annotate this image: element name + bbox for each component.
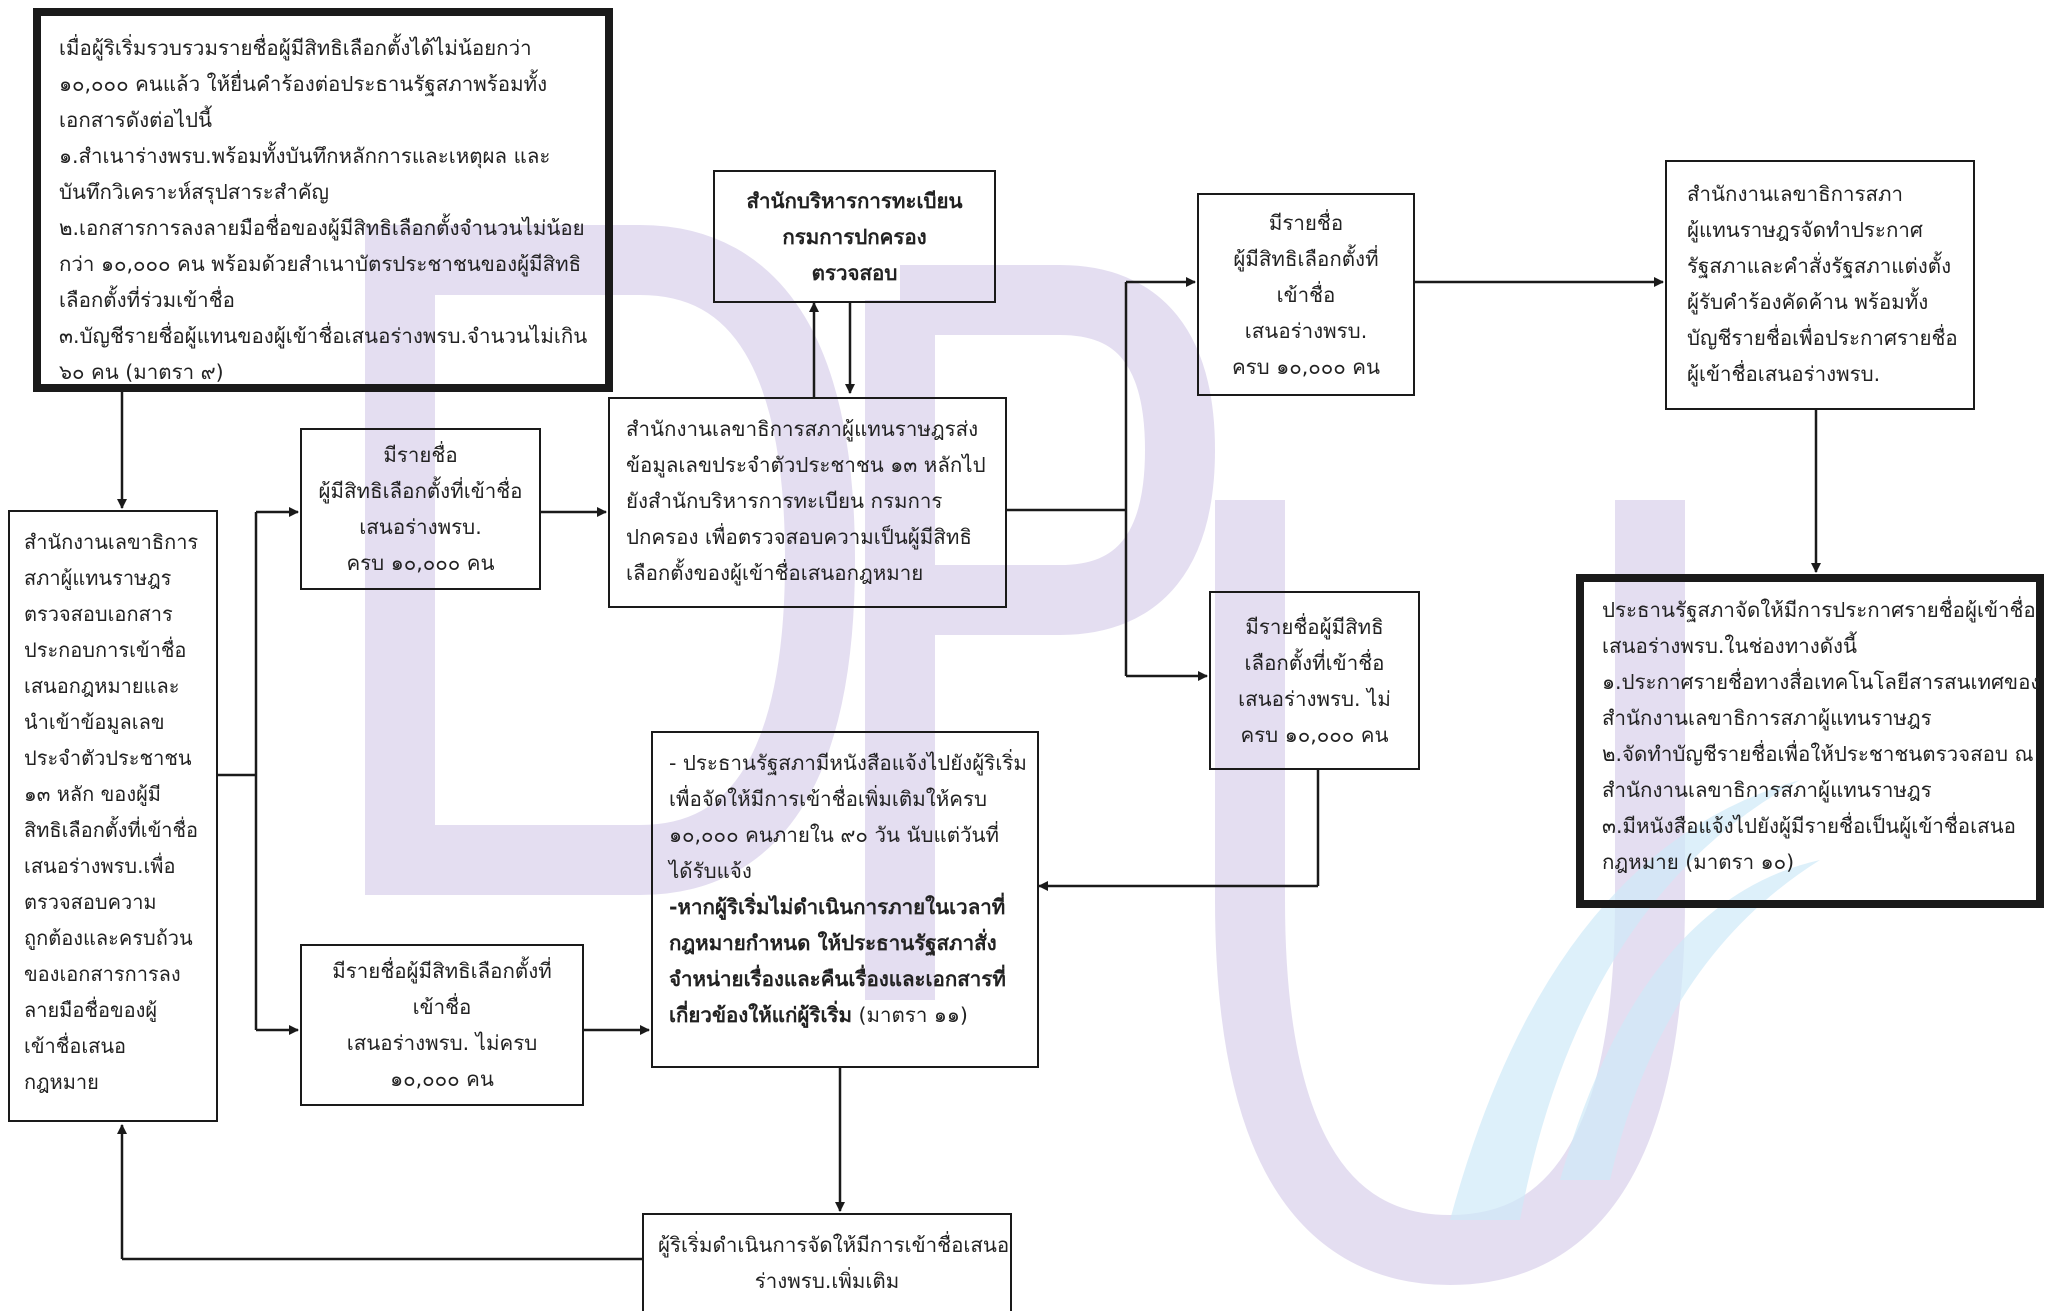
text-line: มีรายชื่อ — [1268, 210, 1344, 235]
text-line: ๖๐ คน (มาตรา ๙) — [59, 360, 224, 384]
text-line: เข้าชื่อ — [412, 995, 472, 1019]
text-line: ได้รับแจ้ง — [669, 859, 752, 883]
text-bold-part: เกี่ยวข้องให้แก่ผู้ริเริ่ม — [669, 1003, 852, 1027]
text-line: เสนอร่างพรบ.ในช่องทางดังนี้ — [1602, 634, 1858, 658]
text-line: ลายมือชื่อของผู้ — [24, 998, 158, 1022]
text-line: ๓.มีหนังสือแจ้งไปยังผู้มีรายชื่อเป็นผู้เ… — [1602, 814, 2016, 838]
complete-list-box: มีรายชื่อ ผู้มีสิทธิเลือกตั้งที่เข้าชื่อ… — [300, 428, 541, 590]
text-line: ครบ ๑๐,๐๐๐ คน — [1231, 354, 1381, 379]
text-line: สำนักงานเลขาธิการสภาผู้แทนราษฎรส่ง — [626, 417, 979, 441]
text-line: เอกสารดังต่อไปนี้ — [59, 108, 213, 132]
text-line-bold: -หากผู้ริเริ่มไม่ดำเนินการภายในเวลาที่ — [669, 895, 1006, 919]
text-line: ๓.บัญชีรายชื่อผู้แทนของผู้เข้าชื่อเสนอร่… — [59, 324, 588, 348]
text-line: เสนอร่างพรบ. — [359, 515, 482, 539]
text-line: บัญชีรายชื่อเพื่อประกาศรายชื่อ — [1687, 326, 1958, 350]
requirements-box: เมื่อผู้ริเริ่มรวบรวมรายชื่อผู้มีสิทธิเล… — [33, 8, 613, 392]
text-line: ครบ ๑๐,๐๐๐ คน — [1240, 722, 1389, 747]
text-line: มีรายชื่อ — [383, 443, 458, 467]
text-line: ๑๓ หลัก ของผู้มี — [24, 782, 161, 806]
announcement-prep-box: สำนักงานเลขาธิการสภา ผู้แทนราษฎรจัดทำประ… — [1665, 160, 1975, 410]
text-line: เลือกตั้งที่ร่วมเข้าชื่อ — [59, 288, 235, 312]
text-line: นำเข้าข้อมูลเลข — [24, 710, 165, 734]
text-line: เสนอร่างพรบ.เพื่อ — [24, 854, 176, 878]
text-line: เสนอกฎหมายและ — [24, 674, 180, 698]
incomplete-list-left-box: มีรายชื่อผู้มีสิทธิเลือกตั้งที่ เข้าชื่อ… — [300, 944, 584, 1106]
text-line: ประกอบการเข้าชื่อ — [24, 638, 187, 662]
text-line: มีรายชื่อผู้มีสิทธิ — [1245, 614, 1384, 639]
text-line: บันทึกวิเคราะห์สรุปสาระสำคัญ — [59, 180, 330, 204]
text-line: ๒.เอกสารการลงลายมือชื่อของผู้มีสิทธิเลือ… — [59, 216, 585, 240]
text-line: ปกครอง เพื่อตรวจสอบความเป็นผู้มีสิทธิ — [626, 525, 972, 549]
text-line: สำนักงานเลขาธิการสภาผู้แทนราษฎร — [1602, 778, 1932, 802]
text-normal-part: (มาตรา ๑๑) — [851, 1003, 968, 1027]
text-line: ผู้เข้าชื่อเสนอร่างพรบ. — [1687, 362, 1881, 386]
text-line: กฎหมาย — [24, 1070, 99, 1094]
text-line: เสนอร่างพรบ. — [1244, 318, 1368, 343]
text-line: ของเอกสารการลง — [24, 962, 181, 986]
text-line: ๑๐,๐๐๐ คน — [390, 1067, 494, 1091]
text-line: ผู้ริเริ่มดำเนินการจัดให้มีการเข้าชื่อเส… — [658, 1233, 1010, 1257]
text-line-bold: จำหน่ายเรื่องและคืนเรื่องและเอกสารที่ — [669, 967, 1006, 991]
text-line: สำนักงานเลขาธิการสภา — [1687, 182, 1904, 206]
verified-incomplete-box: มีรายชื่อผู้มีสิทธิ เลือกตั้งที่เข้าชื่อ… — [1209, 591, 1420, 770]
text-line: ประจำตัวประชาชน — [24, 746, 192, 770]
text-line: ถูกต้องและครบถ้วน — [24, 926, 193, 950]
text-line: ๑.ประกาศรายชื่อทางสื่อเทคโนโลยีสารสนเทศข… — [1602, 670, 2041, 694]
text-line: กว่า ๑๐,๐๐๐ คน พร้อมด้วยสำเนาบัตรประชาชน… — [59, 252, 582, 276]
secretariat-check-box: สำนักงานเลขาธิการ สภาผู้แทนราษฎร ตรวจสอบ… — [8, 510, 218, 1122]
text-line: เสนอร่างพรบ. ไม่ครบ — [346, 1031, 538, 1055]
text-line: ผู้รับคำร้องคัดค้าน พร้อมทั้ง — [1687, 290, 1929, 314]
text-line: ตรวจสอบ — [811, 260, 898, 285]
text-line: ผู้มีสิทธิเลือกตั้งที่เข้าชื่อ — [318, 479, 523, 503]
text-line: ผู้มีสิทธิเลือกตั้งที่ — [1233, 246, 1379, 271]
text-line: ๑๐,๐๐๐ คนแล้ว ให้ยื่นคำร้องต่อประธานรัฐส… — [59, 72, 548, 96]
text-line: สภาผู้แทนราษฎร — [24, 566, 172, 590]
text-line: เข้าชื่อ — [1276, 282, 1336, 307]
president-announce-box: ประธานรัฐสภาจัดให้มีการประกาศรายชื่อผู้เ… — [1576, 574, 2044, 908]
text-line: รัฐสภาและคำสั่งรัฐสภาแต่งตั้ง — [1687, 254, 1952, 278]
initiator-additional-box: ผู้ริเริ่มดำเนินการจัดให้มีการเข้าชื่อเส… — [642, 1213, 1012, 1311]
text-line: ตรวจสอบเอกสาร — [24, 602, 173, 626]
text-line: ๑.สำเนาร่างพรบ.พร้อมทั้งบันทึกหลักการและ… — [59, 144, 551, 168]
text-line: ยังสำนักบริหารการทะเบียน กรมการ — [626, 489, 943, 513]
text-line: เพื่อจัดให้มีการเข้าชื่อเพิ่มเติมให้ครบ — [669, 787, 988, 811]
text-line: ร่างพรบ.เพิ่มเติม — [754, 1269, 900, 1293]
president-notice-box: - ประธานรัฐสภามีหนังสือแจ้งไปยังผู้ริเริ… — [651, 731, 1039, 1068]
text-line-bold: กฎหมายกำหนด ให้ประธานรัฐสภาสั่ง — [669, 931, 997, 955]
text-line: เสนอร่างพรบ. ไม่ — [1238, 686, 1391, 711]
text-line: สำนักบริหารการทะเบียน — [746, 188, 963, 213]
text-line: ข้อมูลเลขประจำตัวประชาชน ๑๓ หลักไป — [626, 453, 986, 477]
verified-complete-box: มีรายชื่อ ผู้มีสิทธิเลือกตั้งที่ เข้าชื่… — [1197, 193, 1415, 396]
text-line: สิทธิเลือกตั้งที่เข้าชื่อ — [24, 818, 199, 842]
text-line: ประธานรัฐสภาจัดให้มีการประกาศรายชื่อผู้เ… — [1602, 598, 2036, 622]
text-line: เลือกตั้งที่เข้าชื่อ — [1244, 650, 1385, 675]
text-line: เข้าชื่อเสนอ — [24, 1034, 127, 1058]
text-line: สำนักงานเลขาธิการ — [24, 530, 199, 554]
text-line: เมื่อผู้ริเริ่มรวบรวมรายชื่อผู้มีสิทธิเล… — [59, 36, 532, 60]
text-line: ๑๐,๐๐๐ คนภายใน ๙๐ วัน นับแต่วันที่ — [669, 823, 1000, 847]
text-line: ตรวจสอบความ — [24, 890, 157, 914]
text-line: ครบ ๑๐,๐๐๐ คน — [346, 551, 495, 575]
text-line: กฎหมาย (มาตรา ๑๐) — [1602, 850, 1795, 874]
registration-bureau-box: สำนักบริหารการทะเบียน กรมการปกครอง ตรวจส… — [713, 170, 996, 303]
text-line: ผู้แทนราษฎรจัดทำประกาศ — [1687, 218, 1923, 242]
text-line: กรมการปกครอง — [782, 224, 927, 249]
text-line: - ประธานรัฐสภามีหนังสือแจ้งไปยังผู้ริเริ… — [669, 751, 1027, 775]
text-line: ๒.จัดทำบัญชีรายชื่อเพื่อให้ประชาชนตรวจสอ… — [1602, 742, 2034, 766]
text-line: มีรายชื่อผู้มีสิทธิเลือกตั้งที่ — [332, 959, 552, 983]
text-line: เลือกตั้งของผู้เข้าชื่อเสนอกฎหมาย — [626, 561, 924, 585]
send-id-data-box: สำนักงานเลขาธิการสภาผู้แทนราษฎรส่ง ข้อมู… — [608, 397, 1007, 608]
text-line-mixed: เกี่ยวข้องให้แก่ผู้ริเริ่ม (มาตรา ๑๑) — [669, 997, 1021, 1033]
text-line: สำนักงานเลขาธิการสภาผู้แทนราษฎร — [1602, 706, 1932, 730]
